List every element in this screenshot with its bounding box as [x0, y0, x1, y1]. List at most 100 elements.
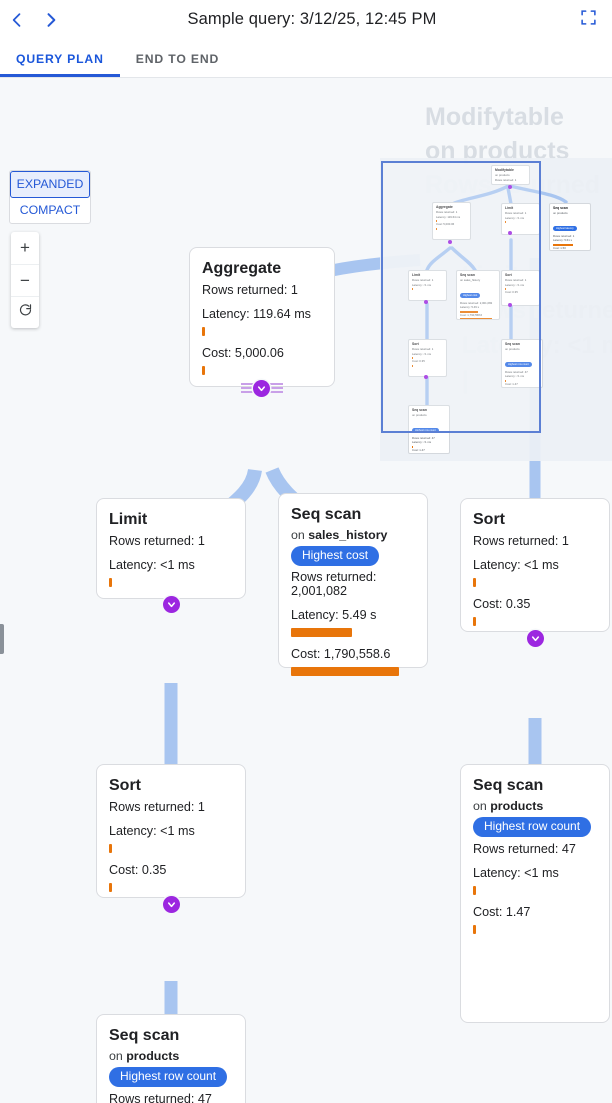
- minimap-toggle-dot: [508, 303, 512, 307]
- minimap-node-title: Aggregate: [436, 205, 453, 209]
- node-title: Limit: [109, 511, 148, 528]
- zoom-out-button[interactable]: −: [11, 264, 39, 296]
- minimap-node-line: Cost: 0.35: [505, 290, 518, 295]
- view-mode-compact[interactable]: COMPACT: [19, 203, 81, 217]
- minimap-node-title: Seq scan: [505, 342, 520, 346]
- zoom-in-button[interactable]: +: [20, 238, 30, 257]
- cost-bar: [291, 666, 399, 676]
- minimap-node-sub: on sales_history: [460, 278, 481, 283]
- node-cost: Cost: 0.35: [473, 596, 531, 611]
- node-sort-right[interactable]: Sort Rows returned: 1 Latency: <1 ms Cos…: [460, 498, 610, 632]
- fullscreen-button[interactable]: [570, 2, 606, 38]
- node-cost: Cost: 0.35: [109, 862, 167, 877]
- minimap-bar: [553, 243, 573, 246]
- minimap-node-title: Sort: [505, 273, 512, 277]
- minimap-node-line: Latency: 5.49 s: [460, 305, 479, 310]
- minimap-node: Seq scan on products Highest latency Row…: [549, 203, 591, 251]
- latency-bar: [473, 885, 476, 895]
- node-aggregate[interactable]: Aggregate Rows returned: 1 Latency: 119.…: [189, 247, 335, 387]
- minimap-node-line: Latency: 119.64 ms: [436, 214, 461, 219]
- minimap-node-line: Latency: <1 ms: [505, 215, 525, 220]
- node-rows-value: 2,001,082: [291, 583, 348, 598]
- cost-bar: [202, 365, 205, 375]
- app-header: Sample query: 3/12/25, 12:45 PM: [0, 0, 612, 40]
- collapse-toggle-limit[interactable]: [163, 596, 180, 613]
- view-mode-expanded[interactable]: EXPANDED: [10, 171, 90, 198]
- minimap-node-sub: on products: [505, 347, 520, 352]
- minimap-bar: [412, 452, 413, 453]
- minimap-toggle-dot: [508, 185, 512, 189]
- minimap-bar: [412, 445, 413, 448]
- minimap-node-line: Cost: 1.50: [553, 245, 566, 250]
- view-mode-toggle-group: EXPANDED COMPACT: [9, 170, 91, 224]
- minimap-bar: [436, 220, 437, 223]
- status-badge-highest-cost: Highest cost: [291, 545, 380, 566]
- status-badge-highest-row-count: Highest row count: [473, 816, 592, 837]
- node-relation-name: products: [126, 1048, 180, 1063]
- node-title: Aggregate: [202, 260, 282, 277]
- minimap-toggle-dot: [424, 300, 428, 304]
- latency-bar: [109, 577, 112, 587]
- minimap-node-line: Latency: <1 ms: [505, 282, 525, 287]
- collapse-toggle-aggregate[interactable]: [253, 380, 270, 397]
- minimap-node-line: Rows returned: 1: [553, 233, 575, 238]
- status-badge-highest-row-count: Highest row count: [109, 1066, 228, 1087]
- minimap-bar: [460, 317, 492, 319]
- collapse-toggle-sort-left[interactable]: [163, 896, 180, 913]
- node-title: Sort: [109, 777, 141, 794]
- node-title: Seq scan: [291, 506, 362, 523]
- plan-canvas[interactable]: Modifytable on products Rows returned Li…: [0, 78, 612, 1103]
- minimap-node: Seq scan on sales_history Highest cost R…: [456, 270, 500, 320]
- node-seqscan-products-right[interactable]: Seq scan on products Highest row count R…: [460, 764, 610, 1023]
- node-rows: Rows returned: 1: [109, 799, 205, 814]
- minimap[interactable]: Modifytable on products Rows returned: 1…: [380, 158, 612, 461]
- back-button[interactable]: [0, 3, 34, 37]
- panel-resize-handle[interactable]: [0, 624, 4, 654]
- minimap-node-line: Rows returned: 2,001,082: [460, 300, 493, 305]
- zoom-controls: + −: [11, 232, 39, 328]
- minimap-node: Limit Rows returned: 1 Latency: <1 ms: [501, 203, 540, 235]
- node-title: Sort: [473, 511, 505, 528]
- node-rows-label: Rows returned:: [291, 569, 377, 584]
- reset-view-button[interactable]: [11, 296, 39, 328]
- chevron-down-icon: [530, 633, 541, 644]
- node-rows: Rows returned: 47: [473, 841, 576, 856]
- latency-bar: [202, 326, 205, 336]
- minimap-bar: [505, 386, 506, 387]
- minimap-node-line: Cost: 1.47: [412, 447, 425, 452]
- minimap-toggle-dot: [448, 240, 452, 244]
- node-rows: Rows returned: 1: [202, 282, 298, 297]
- minimap-node-line: Cost: 1,790,558.6: [460, 312, 483, 317]
- forward-button[interactable]: [34, 3, 68, 37]
- minimap-viewport-rect[interactable]: [381, 161, 541, 433]
- node-rows: Rows returned: 47: [109, 1091, 212, 1103]
- minimap-node-line: Latency: 5.61 s: [553, 238, 572, 243]
- reset-rotate-icon: [18, 303, 33, 323]
- chevron-down-icon: [256, 383, 267, 394]
- collapse-toggle-sort-right[interactable]: [527, 630, 544, 647]
- tab-end-to-end[interactable]: END TO END: [135, 51, 220, 66]
- latency-bar: [109, 843, 112, 853]
- minimap-node-title: Seq scan: [460, 273, 475, 277]
- minimap-node-line: Latency: <1 ms: [505, 374, 525, 379]
- node-on-prefix: on: [109, 1048, 127, 1063]
- node-rows: Rows returned: 1: [473, 533, 569, 548]
- minimap-node: Modifytable on products Rows returned: 1: [491, 165, 530, 185]
- page-title: Sample query: 3/12/25, 12:45 PM: [187, 10, 437, 28]
- minimap-bar: [505, 379, 506, 382]
- node-sort-left[interactable]: Sort Rows returned: 1 Latency: <1 ms Cos…: [96, 764, 246, 898]
- node-relation: on sales_history: [291, 528, 415, 542]
- cost-bar: [473, 616, 476, 626]
- minimap-node-sub: on products: [412, 413, 427, 418]
- chevron-down-icon: [166, 899, 177, 910]
- node-latency: Latency: 5.49 s: [291, 607, 377, 622]
- node-seqscan-products-bottom[interactable]: Seq scan on products Highest row count R…: [96, 1014, 246, 1103]
- node-latency: Latency: <1 ms: [109, 557, 195, 572]
- node-seqscan-sales-history[interactable]: Seq scan on sales_history Highest cost R…: [278, 493, 428, 676]
- node-latency: Latency: <1 ms: [473, 865, 559, 880]
- latency-bar: [291, 627, 352, 637]
- tab-query-plan[interactable]: QUERY PLAN: [0, 40, 120, 77]
- node-limit[interactable]: Limit Rows returned: 1 Latency: <1 ms: [96, 498, 246, 599]
- node-cost: Cost: 5,000.06: [202, 345, 284, 360]
